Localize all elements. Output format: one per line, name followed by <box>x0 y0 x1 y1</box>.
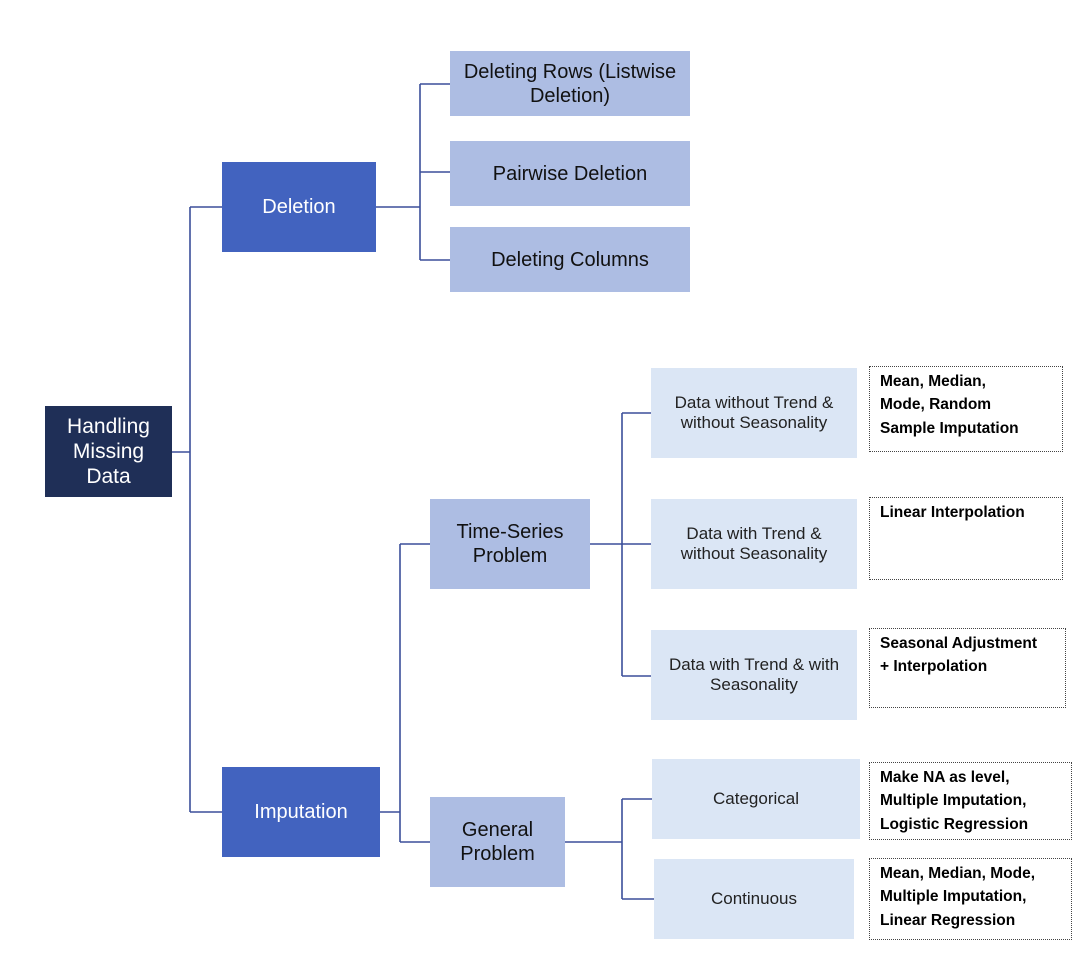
node-no-trend-no-seasonality: Data without Trend & without Seasonality <box>651 368 857 458</box>
connector-timeseries-children <box>590 412 651 677</box>
node-pairwise-deletion: Pairwise Deletion <box>450 141 690 206</box>
note-mean-median-mode-random: Mean, Median, Mode, Random Sample Imputa… <box>869 366 1063 452</box>
connector-general-children <box>565 798 654 900</box>
node-categorical: Categorical <box>652 759 860 839</box>
node-imputation: Imputation <box>222 767 380 857</box>
node-handling-missing-data: Handling Missing Data <box>45 406 172 497</box>
connector-deletion-children <box>376 83 450 261</box>
node-continuous: Continuous <box>654 859 854 939</box>
node-deleting-rows: Deleting Rows (Listwise Deletion) <box>450 51 690 116</box>
note-continuous-methods: Mean, Median, Mode, Multiple Imputation,… <box>869 858 1072 940</box>
node-deleting-columns: Deleting Columns <box>450 227 690 292</box>
node-deletion: Deletion <box>222 162 376 252</box>
node-trend-no-seasonality: Data with Trend & without Seasonality <box>651 499 857 589</box>
node-time-series-problem: Time-Series Problem <box>430 499 590 589</box>
node-trend-with-seasonality: Data with Trend & with Seasonality <box>651 630 857 720</box>
note-categorical-methods: Make NA as level, Multiple Imputation, L… <box>869 762 1072 840</box>
note-seasonal-adjustment: Seasonal Adjustment + Interpolation <box>869 628 1066 708</box>
note-linear-interpolation: Linear Interpolation <box>869 497 1063 580</box>
connector-root-branches <box>172 206 222 813</box>
node-general-problem: General Problem <box>430 797 565 887</box>
connector-imputation-children <box>380 543 430 843</box>
